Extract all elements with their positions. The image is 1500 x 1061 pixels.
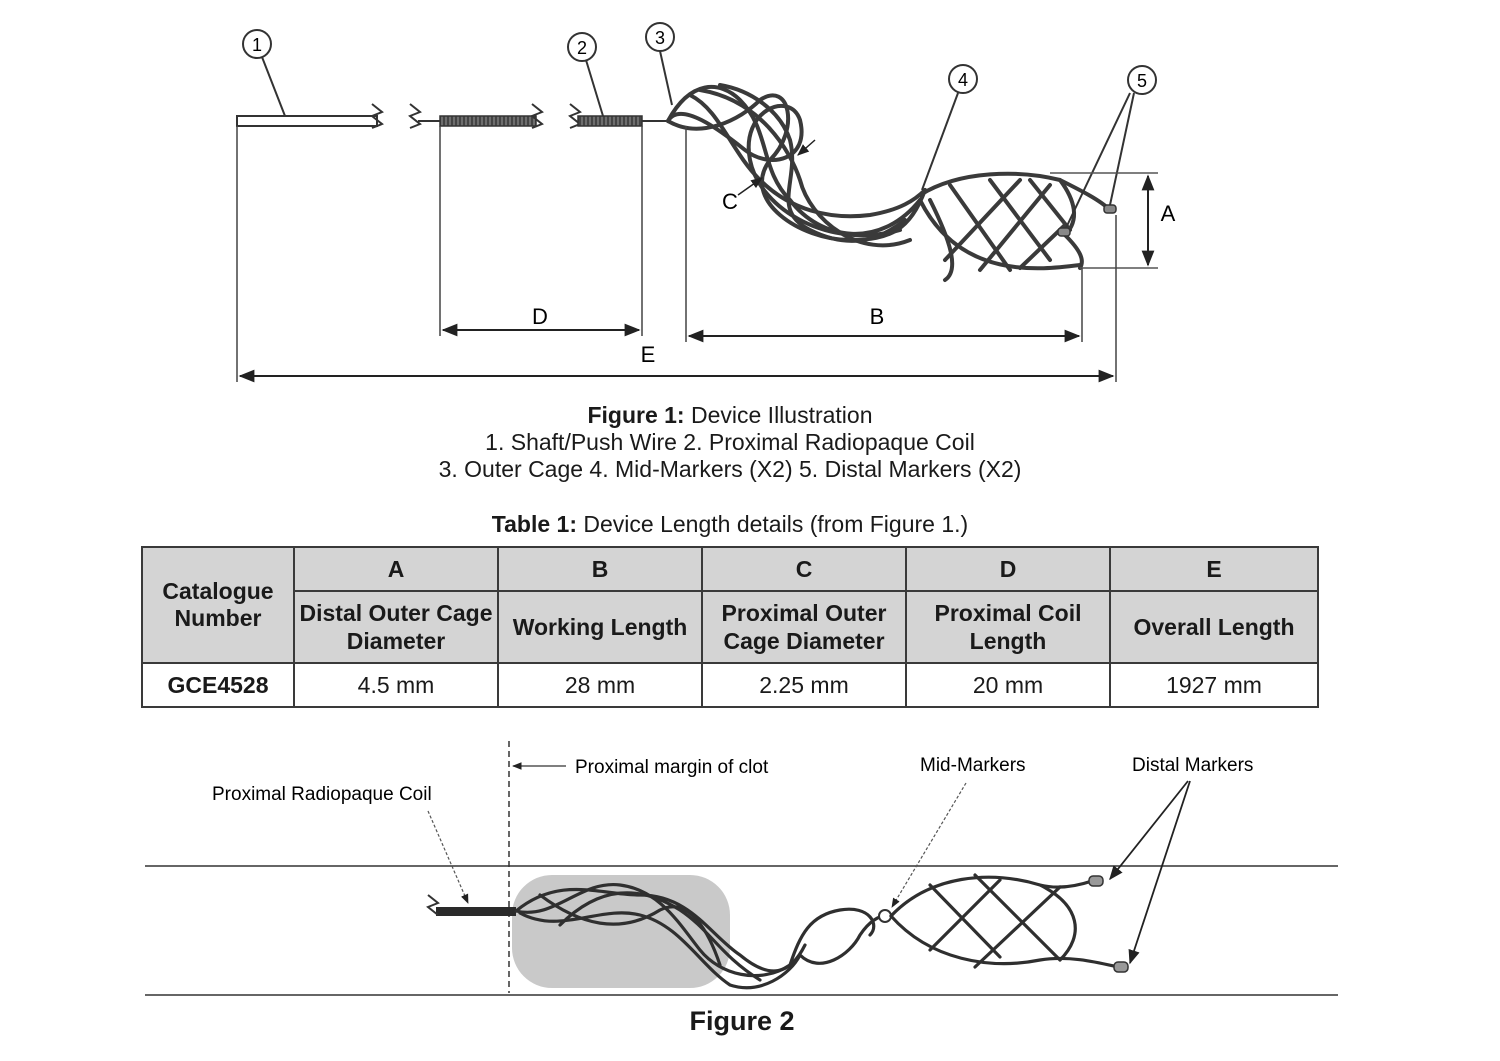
figure-1-caption-line-3: 3. Outer Cage 4. Mid-Markers (X2) 5. Dis… — [438, 456, 1022, 482]
figure-2-coil — [426, 894, 516, 916]
outer-cage — [666, 83, 927, 248]
label-proximal-coil: Proximal Radiopaque Coil — [212, 784, 432, 805]
value-cell-d: 20 mm — [905, 662, 1111, 708]
dimension-d: D — [439, 126, 643, 337]
callout-5: 5 — [1065, 65, 1157, 229]
figure-1-caption: Figure 1: Device Illustration 1. Shaft/P… — [0, 402, 1460, 483]
svg-text:3: 3 — [655, 28, 665, 48]
catalogue-number-cell: GCE4528 — [141, 662, 295, 708]
device-length-table: Catalogue Number A B C D E Distal Outer … — [141, 546, 1319, 708]
value-cell-b: 28 mm — [497, 662, 703, 708]
figure-2-basket — [889, 873, 1120, 969]
value-cell-a: 4.5 mm — [293, 662, 499, 708]
svg-text:B: B — [870, 304, 885, 329]
svg-text:A: A — [1161, 201, 1176, 226]
figure-2-illustration: Proximal margin of clot Proximal Radiopa… — [145, 741, 1338, 996]
proximal-coil — [439, 103, 668, 129]
dimension-e: E — [236, 126, 1117, 383]
callout-3: 3 — [645, 22, 675, 106]
dimension-b: B — [685, 126, 1083, 343]
column-letter-b: B — [497, 546, 703, 592]
column-letter-a: A — [293, 546, 499, 592]
figure-2-mid-marker — [878, 909, 892, 923]
column-letter-c: C — [701, 546, 907, 592]
label-distal-markers: Distal Markers — [1132, 755, 1253, 776]
callout-2: 2 — [567, 32, 604, 117]
callout-4: 4 — [921, 64, 978, 191]
column-letter-d: D — [905, 546, 1111, 592]
distal-marker-2 — [1057, 227, 1071, 237]
label-proximal-margin: Proximal margin of clot — [575, 757, 769, 778]
svg-text:E: E — [641, 342, 656, 367]
svg-text:D: D — [532, 304, 548, 329]
svg-text:5: 5 — [1137, 71, 1147, 91]
distal-marker-1 — [1103, 204, 1117, 214]
dimension-a: A — [1050, 172, 1176, 269]
figure-2-distal-marker-2 — [1113, 961, 1129, 973]
callout-1: 1 — [242, 29, 286, 117]
column-letter-e: E — [1109, 546, 1319, 592]
dimension-c: C — [722, 139, 816, 214]
column-desc-c: Proximal Outer Cage Diameter — [701, 590, 907, 664]
figure-2-distal-marker-1 — [1088, 875, 1104, 887]
column-desc-d: Proximal Coil Length — [905, 590, 1111, 664]
svg-text:4: 4 — [958, 70, 968, 90]
column-desc-a: Distal Outer Cage Diameter — [293, 590, 499, 664]
table-row: GCE4528 4.5 mm 28 mm 2.25 mm 20 mm 1927 … — [141, 662, 1319, 708]
svg-text:2: 2 — [577, 38, 587, 58]
column-desc-e: Overall Length — [1109, 590, 1319, 664]
figure-2-title: Figure 2 — [689, 1006, 795, 1036]
figure-1-illustration: 1 2 3 4 5 A C D — [236, 22, 1176, 383]
push-wire — [236, 103, 440, 129]
figure-1-caption-line-2: 1. Shaft/Push Wire 2. Proximal Radiopaqu… — [485, 429, 975, 455]
svg-text:1: 1 — [252, 35, 262, 55]
svg-text:C: C — [722, 189, 738, 214]
column-desc-b: Working Length — [497, 590, 703, 664]
distal-basket — [918, 171, 1112, 282]
value-cell-c: 2.25 mm — [701, 662, 907, 708]
catalogue-number-header: Catalogue Number — [141, 546, 295, 664]
figure-2-cage — [514, 883, 892, 990]
value-cell-e: 1927 mm — [1109, 662, 1319, 708]
label-mid-markers: Mid-Markers — [920, 755, 1026, 776]
figure-1-caption-title: Figure 1: Device Illustration — [587, 402, 873, 428]
table-1-title: Table 1: Device Length details (from Fig… — [491, 511, 969, 537]
